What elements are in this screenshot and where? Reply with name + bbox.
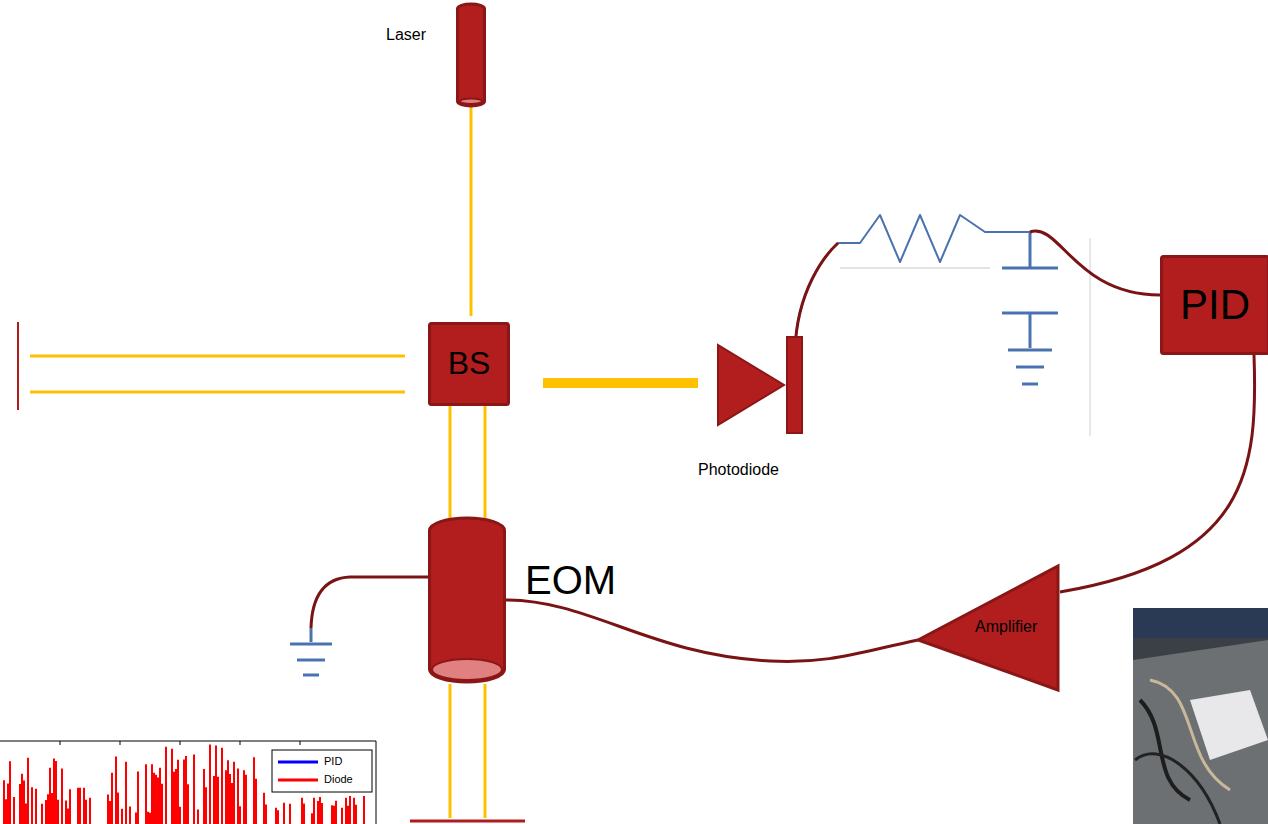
- laser-beam: [30, 391, 405, 394]
- connector: [471, 106, 472, 316]
- component-box: PID: [1160, 255, 1268, 355]
- legend-line: [278, 779, 318, 782]
- component-label: EOM: [525, 558, 616, 602]
- connector: [450, 406, 485, 518]
- component-label: Amplifier: [975, 618, 1037, 636]
- component-box: BS: [428, 322, 510, 406]
- guide-line: [840, 268, 990, 269]
- connector: [543, 383, 698, 384]
- guide-line: [1090, 238, 1091, 436]
- legend-box: [272, 750, 372, 792]
- node-outline: [456, 4, 486, 106]
- node-outline: [428, 518, 506, 682]
- capacitor-symbol: [1002, 232, 1058, 384]
- connector: [795, 215, 1160, 404]
- connector: [1060, 355, 1255, 592]
- cylinder-component: EOM: [428, 518, 506, 682]
- laser-beam: [449, 684, 452, 818]
- mirror: [410, 820, 525, 823]
- signal-chart: [0, 741, 376, 824]
- photodiode-symbol: Photodiode: [716, 336, 804, 434]
- laser-beam: [30, 355, 405, 358]
- legend-label: Diode: [324, 773, 353, 785]
- amplifier-symbol: Amplifier: [916, 564, 1060, 692]
- component-label: PID: [1180, 282, 1250, 328]
- mirror: [17, 322, 19, 410]
- node-outline: [716, 336, 804, 434]
- cylinder-component: Laser: [456, 4, 486, 106]
- component-label: Laser: [386, 26, 426, 44]
- legend-line: [278, 761, 318, 764]
- component-label: BS: [448, 346, 491, 381]
- component-label: Photodiode: [698, 461, 779, 479]
- ground-symbol: [290, 628, 332, 675]
- setup-photo: [1133, 608, 1268, 824]
- laser-beam: [484, 684, 487, 818]
- connector: [506, 600, 918, 661]
- ground-wire: [311, 577, 428, 628]
- legend-label: PID: [324, 755, 342, 767]
